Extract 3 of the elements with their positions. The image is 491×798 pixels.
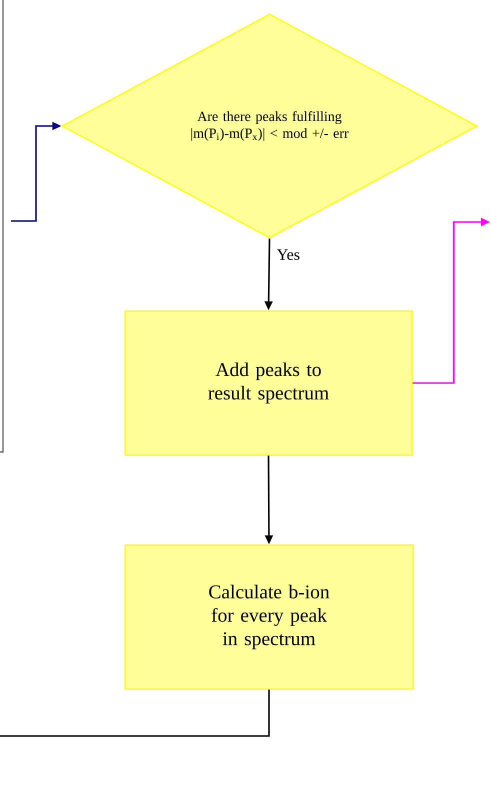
- process-box: Calculate b-ion for every peak in spectrum: [124, 544, 414, 690]
- edge-label: Yes: [276, 248, 301, 261]
- process-box: Add peaks to result spectrum: [124, 310, 413, 456]
